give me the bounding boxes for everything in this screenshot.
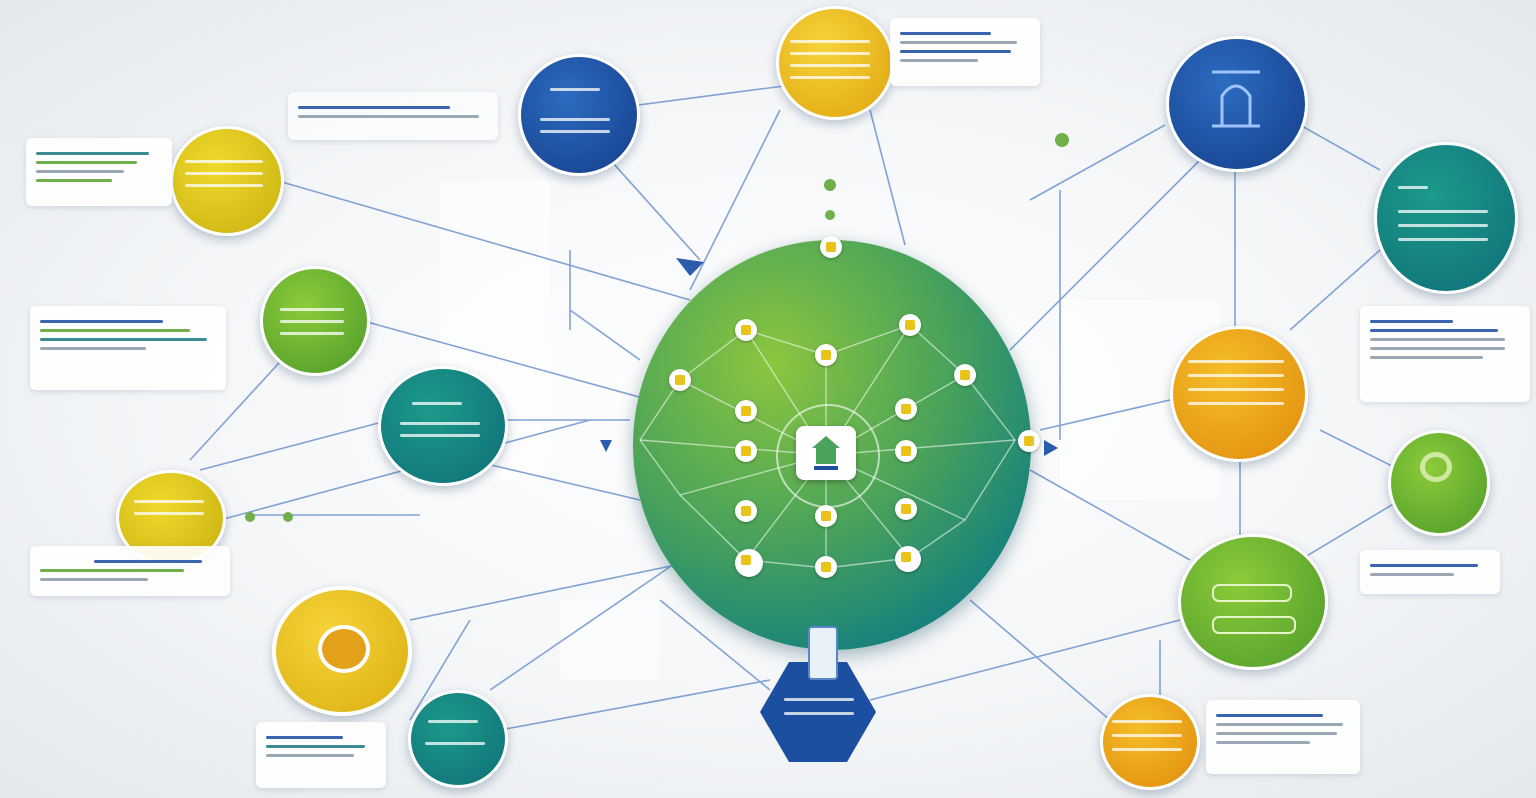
target-icon — [1420, 452, 1452, 482]
node-yellow-left[interactable] — [170, 126, 284, 236]
hub-node[interactable] — [954, 364, 976, 386]
node-text-line — [1112, 748, 1182, 751]
node-green-small[interactable] — [1388, 430, 1490, 536]
hub-node[interactable] — [899, 314, 921, 336]
node-teal-mid[interactable] — [378, 366, 508, 486]
lab-icon — [1212, 70, 1260, 128]
hub-node[interactable] — [895, 546, 921, 572]
node-orange-bottom[interactable] — [1100, 694, 1200, 790]
node-text-line — [1398, 224, 1488, 227]
node-text-line — [134, 500, 204, 503]
hub-node[interactable] — [895, 498, 917, 520]
hub-node[interactable] — [815, 556, 837, 578]
node-text-line — [540, 118, 610, 121]
node-text-line — [400, 434, 480, 437]
node-orange-right[interactable] — [1170, 326, 1308, 462]
hub-node[interactable] — [895, 440, 917, 462]
node-text-line — [425, 742, 485, 745]
node-text-line — [400, 422, 480, 425]
node-navy-upper[interactable] — [518, 54, 640, 176]
label-card — [1206, 700, 1360, 774]
hub-node[interactable] — [1018, 430, 1040, 452]
node-text-line — [790, 40, 870, 43]
hub-node[interactable] — [735, 440, 757, 462]
hub-node[interactable] — [895, 398, 917, 420]
node-text-line — [1188, 388, 1284, 391]
network-icon — [1212, 584, 1292, 602]
hub-node[interactable] — [735, 400, 757, 422]
hub-node[interactable] — [735, 319, 757, 341]
node-text-line — [1398, 210, 1488, 213]
label-card — [30, 546, 230, 596]
hub-node[interactable] — [820, 236, 842, 258]
node-text-line — [1112, 720, 1182, 723]
node-text-line — [412, 402, 462, 405]
hub-node[interactable] — [815, 505, 837, 527]
label-card — [288, 92, 498, 140]
node-text-line — [280, 308, 344, 311]
label-card — [26, 138, 172, 206]
node-text-line — [1188, 374, 1284, 377]
node-text-line — [428, 720, 478, 723]
node-text-line — [185, 172, 263, 175]
node-text-line — [1398, 238, 1488, 241]
node-text-line — [790, 76, 870, 79]
node-text-line — [1188, 402, 1284, 405]
node-yellow-top[interactable] — [776, 6, 894, 120]
hub-node[interactable] — [735, 500, 757, 522]
node-text-line — [1398, 186, 1428, 189]
label-card — [890, 18, 1040, 86]
label-card — [1360, 550, 1500, 594]
node-text-line — [280, 332, 344, 335]
node-text-line — [550, 88, 600, 91]
node-text-line — [790, 64, 870, 67]
network-icon — [1212, 616, 1296, 634]
node-green-bottom-right[interactable] — [1178, 534, 1328, 670]
node-text-line — [1112, 734, 1182, 737]
node-text-line — [280, 320, 344, 323]
home-icon[interactable] — [796, 426, 856, 480]
node-text-line — [784, 698, 854, 701]
node-text-line — [1188, 360, 1284, 363]
node-navy-right[interactable] — [1166, 36, 1308, 172]
hub-node[interactable] — [669, 369, 691, 391]
node-teal-bottom[interactable] — [408, 690, 508, 788]
node-teal-right[interactable] — [1374, 142, 1518, 294]
node-text-line — [784, 712, 854, 715]
node-text-line — [790, 52, 870, 55]
eye-icon — [318, 625, 370, 673]
device-icon — [808, 626, 838, 680]
label-card — [30, 306, 226, 390]
background-block — [560, 600, 660, 680]
hub-node[interactable] — [815, 344, 837, 366]
label-card — [1360, 306, 1530, 402]
node-text-line — [134, 512, 204, 515]
label-card — [256, 722, 386, 788]
hub-node[interactable] — [735, 549, 763, 577]
node-text-line — [185, 184, 263, 187]
node-text-line — [540, 130, 610, 133]
node-text-line — [185, 160, 263, 163]
